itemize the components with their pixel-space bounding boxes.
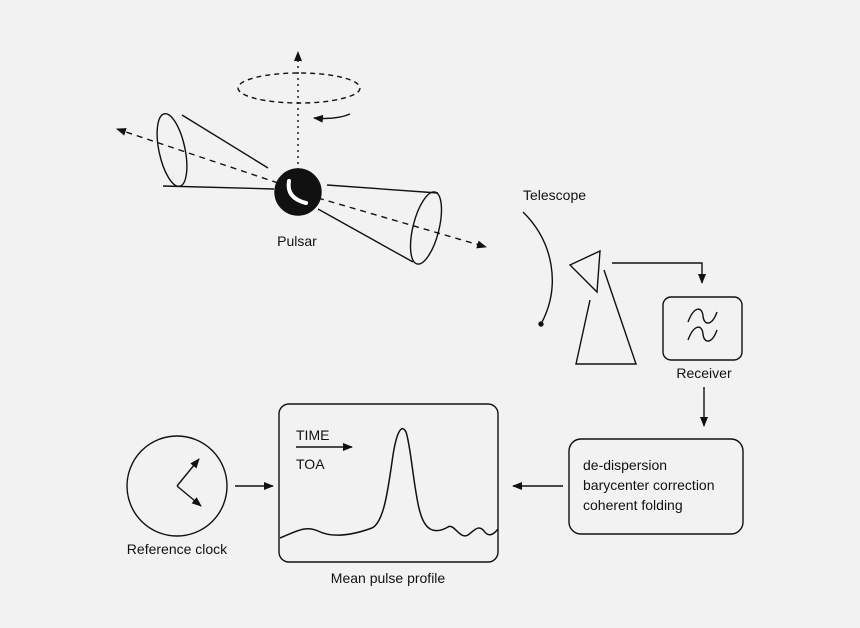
time-label: TIME — [296, 427, 329, 443]
toa-label: TOA — [296, 456, 325, 472]
telescope-mount — [575, 269, 637, 365]
receiver-box — [662, 296, 743, 361]
telescope-dish — [522, 211, 553, 325]
clock-face — [126, 435, 228, 537]
neutron-star-highlight — [286, 179, 308, 205]
dish-edge-dot — [538, 321, 544, 327]
beam-axis-right — [317, 197, 487, 249]
pulse-profile-curve — [279, 427, 499, 539]
right-beam-cone-end — [409, 191, 443, 265]
pulsar-label: Pulsar — [277, 233, 317, 249]
pulsar-group — [116, 51, 487, 265]
neutron-star — [274, 168, 322, 216]
processing-box — [568, 438, 744, 535]
processing-step-barycenter: barycenter correction — [583, 477, 715, 493]
processing-step-dedispersion: de-dispersion — [583, 457, 667, 473]
clock-hands-icon — [176, 458, 202, 507]
telescope — [522, 211, 637, 365]
profile-box — [278, 403, 499, 563]
profile-caption: Mean pulse profile — [331, 570, 446, 586]
beam-axis-left — [116, 128, 279, 184]
processing-step-folding: coherent folding — [583, 497, 683, 513]
left-beam-cone-end — [156, 113, 188, 187]
left-beam-cone — [162, 114, 275, 190]
rotation-ellipse — [237, 72, 361, 104]
right-beam-cone — [317, 184, 439, 263]
telescope-to-receiver-arrow — [612, 262, 706, 284]
clock-label: Reference clock — [127, 541, 228, 557]
receiver-label: Receiver — [676, 365, 732, 381]
sine-wave-icon — [687, 308, 718, 342]
rotation-direction-arrow — [313, 113, 351, 123]
telescope-label: Telescope — [523, 187, 586, 203]
telescope-feed — [568, 249, 601, 294]
